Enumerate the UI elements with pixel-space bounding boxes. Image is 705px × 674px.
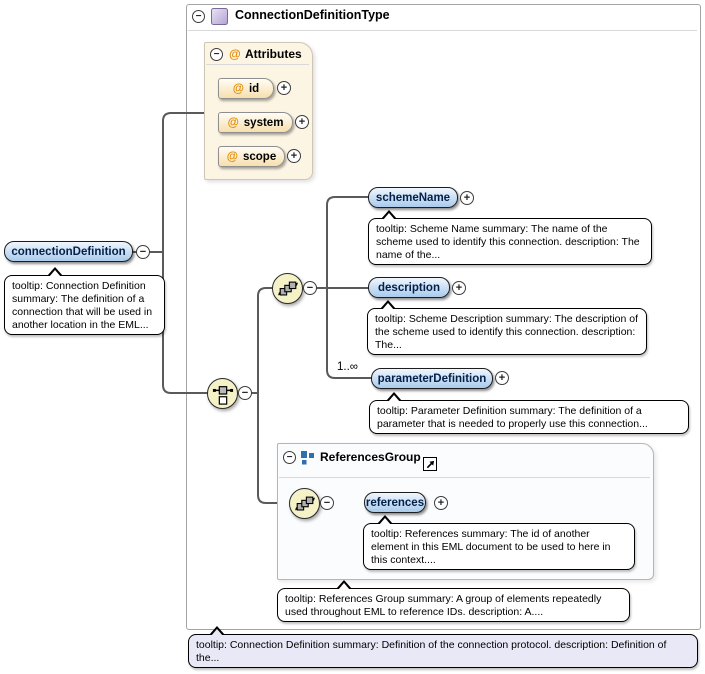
at-icon: @ bbox=[232, 82, 244, 95]
attribute-scope-badge[interactable]: @ scope bbox=[218, 146, 285, 167]
connection-definition-element[interactable]: connectionDefinition bbox=[4, 241, 133, 262]
attribute-name: id bbox=[248, 82, 260, 95]
attribute-name: scope bbox=[242, 150, 277, 163]
tooltip-pointer bbox=[377, 515, 393, 525]
type-header-separator bbox=[188, 30, 697, 31]
references-sequence-icon bbox=[289, 488, 320, 519]
type-tooltip: tooltip: Connection Definition summary: … bbox=[188, 626, 698, 668]
go-to-definition-icon[interactable] bbox=[423, 457, 437, 471]
sequence-glyph bbox=[277, 281, 298, 296]
tooltip-pointer bbox=[381, 210, 397, 220]
sequence-compositor-icon bbox=[272, 273, 303, 304]
attributes-collapse-button[interactable]: − bbox=[210, 48, 223, 61]
attributes-title: Attributes bbox=[245, 47, 302, 61]
references-group-tooltip: tooltip: References Group summary: A gro… bbox=[277, 580, 630, 622]
type-collapse-button[interactable]: − bbox=[192, 10, 205, 23]
connection-definition-collapse-button[interactable]: − bbox=[136, 245, 150, 259]
sequence-collapse-button[interactable]: − bbox=[303, 281, 317, 295]
at-icon: @ bbox=[226, 150, 238, 163]
model-group-icon bbox=[301, 451, 315, 465]
attributes-at-icon: @ bbox=[229, 47, 241, 61]
references-expand-button[interactable]: + bbox=[434, 496, 448, 510]
references-sequence-collapse-button[interactable]: − bbox=[320, 496, 334, 510]
scheme-name-expand-button[interactable]: + bbox=[460, 191, 474, 205]
references-group-separator bbox=[279, 477, 650, 478]
attributes-separator bbox=[206, 64, 309, 65]
sequence-glyph bbox=[294, 496, 315, 511]
description-expand-button[interactable]: + bbox=[452, 281, 466, 295]
complex-type-icon bbox=[211, 8, 228, 25]
parameter-definition-expand-button[interactable]: + bbox=[495, 371, 509, 385]
tooltip-pointer bbox=[386, 392, 402, 402]
tooltip-pointer bbox=[336, 580, 352, 590]
choice-compositor-icon bbox=[207, 378, 238, 409]
attribute-id-badge[interactable]: @ id bbox=[218, 78, 274, 99]
tooltip-pointer bbox=[209, 626, 225, 636]
choice-glyph bbox=[212, 385, 233, 405]
attribute-scope-expand-button[interactable]: + bbox=[287, 149, 301, 163]
tooltip-pointer bbox=[47, 267, 63, 277]
cardinality-label: 1..∞ bbox=[337, 361, 358, 373]
tooltip-pointer bbox=[380, 300, 396, 310]
attribute-system-badge[interactable]: @ system bbox=[218, 112, 293, 133]
description-element[interactable]: description bbox=[368, 277, 450, 298]
attribute-id-expand-button[interactable]: + bbox=[277, 81, 291, 95]
attribute-system-expand-button[interactable]: + bbox=[295, 115, 309, 129]
parameter-definition-tooltip: tooltip: Parameter Definition summary: T… bbox=[369, 392, 689, 434]
choice-collapse-button[interactable]: − bbox=[238, 386, 252, 400]
type-title: ConnectionDefinitionType bbox=[235, 8, 390, 22]
attribute-name: system bbox=[243, 116, 284, 129]
scheme-name-tooltip: tooltip: Scheme Name summary: The name o… bbox=[368, 210, 652, 265]
at-icon: @ bbox=[227, 116, 239, 129]
references-element[interactable]: references bbox=[364, 492, 426, 513]
parameter-definition-element[interactable]: parameterDefinition bbox=[371, 368, 493, 389]
references-group-collapse-button[interactable]: − bbox=[283, 451, 296, 464]
connection-definition-tooltip: tooltip: Connection Definition summary: … bbox=[4, 267, 165, 335]
references-group-title: ReferencesGroup bbox=[320, 450, 421, 464]
references-tooltip: tooltip: References summary: The id of a… bbox=[363, 515, 635, 570]
description-tooltip: tooltip: Scheme Description summary: The… bbox=[367, 300, 647, 355]
scheme-name-element[interactable]: schemeName bbox=[368, 187, 458, 208]
